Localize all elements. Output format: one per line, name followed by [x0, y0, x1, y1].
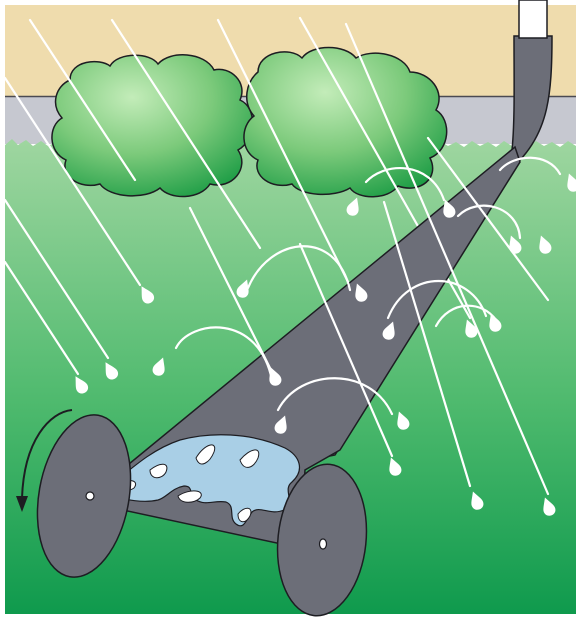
- right-axle: [320, 539, 327, 549]
- faucet-pipe: [519, 0, 547, 38]
- left-axle: [86, 492, 94, 500]
- bush-left: [52, 55, 253, 197]
